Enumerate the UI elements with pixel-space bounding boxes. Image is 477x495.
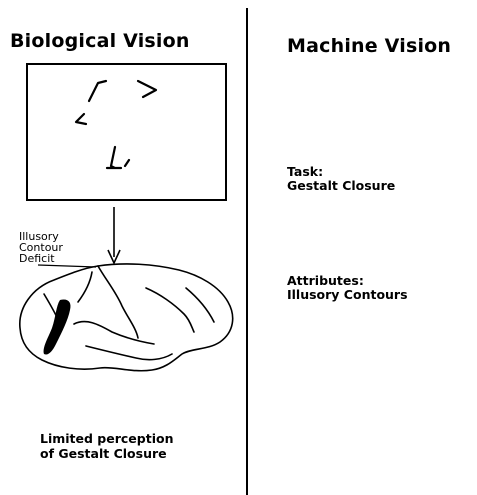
caption-line2: of Gestalt Closure [40,446,167,461]
intraparietal-sulcus [78,272,92,302]
caption-line1: Limited perception [40,431,173,446]
principal-sulcus [186,288,214,322]
mouth-fragment [107,147,129,168]
brain-outline [20,264,233,371]
lateral-sulcus [74,322,154,344]
cheek-fragment [76,114,86,124]
temporal-sulcus [86,346,172,360]
task-label: Task: [287,164,323,179]
biological-vision-title: Biological Vision [10,30,190,52]
machine-vision-title: Machine Vision [287,35,451,57]
task-value: Gestalt Closure [287,178,395,193]
lesion-region [44,299,71,354]
attributes-value: Illusory Contours [287,287,408,302]
panel-divider [246,8,248,495]
arcuate-sulcus [146,288,194,332]
fragmented-face-figure [26,63,227,201]
attributes-label: Attributes: [287,273,364,288]
gestalt-closure-stimulus-box [26,63,227,201]
eye-fragment-right [138,81,156,97]
eye-fragment-left [89,81,106,101]
monkey-brain-diagram [14,258,244,378]
